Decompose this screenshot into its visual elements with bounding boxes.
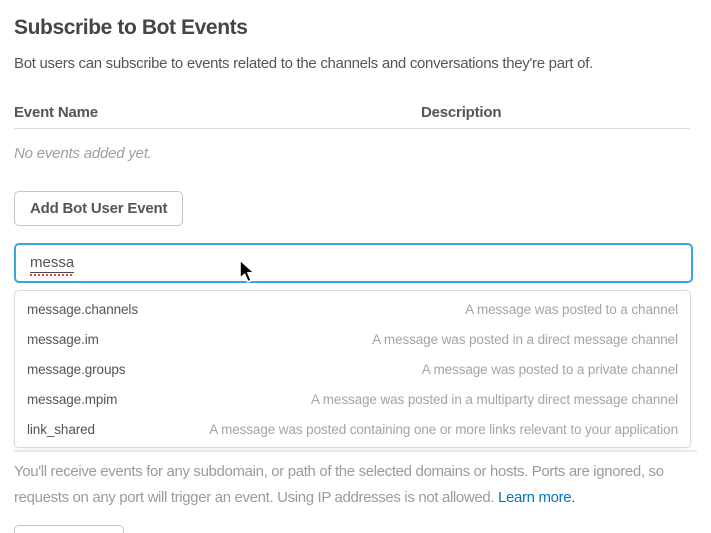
column-header-event-name: Event Name [14,104,98,121]
suggestion-name: message.mpim [27,391,118,407]
suggestion-item-message-mpim[interactable]: message.mpim A message was posted in a m… [15,384,690,414]
section-divider [14,450,697,452]
suggestion-item-message-channels[interactable]: message.channels A message was posted to… [15,294,690,324]
suggestion-item-message-im[interactable]: message.im A message was posted in a dir… [15,324,690,354]
page-subtitle: Bot users can subscribe to events relate… [14,55,593,72]
suggestion-description: A message was posted containing one or m… [209,421,678,437]
footer-note-text: You'll receive events for any subdomain,… [14,463,664,506]
suggestion-name: link_shared [27,421,95,437]
suggestion-description: A message was posted in a multiparty dir… [310,391,678,407]
suggestion-item-message-groups[interactable]: message.groups A message was posted to a… [15,354,690,384]
suggestion-name: message.groups [27,361,126,377]
suggestion-item-link-shared[interactable]: link_shared A message was posted contain… [15,414,690,444]
event-name-input[interactable]: messa [14,243,693,283]
suggestion-description: A message was posted to a channel [465,301,678,317]
partial-bottom-button[interactable] [14,525,124,533]
event-suggestions-dropdown: message.channels A message was posted to… [14,290,691,448]
event-input-value: messa [30,254,75,276]
table-header-divider [14,128,690,129]
add-bot-user-event-button[interactable]: Add Bot User Event [14,191,184,226]
page-title: Subscribe to Bot Events [14,16,248,39]
suggestion-description: A message was posted in a direct message… [372,331,678,347]
suggestion-name: message.im [27,331,99,347]
column-header-description: Description [421,104,502,121]
footer-note: You'll receive events for any subdomain,… [14,459,676,511]
empty-state-message: No events added yet. [14,145,152,162]
suggestion-name: message.channels [27,301,138,317]
suggestion-description: A message was posted to a private channe… [421,361,678,377]
learn-more-link[interactable]: Learn more. [498,489,576,506]
